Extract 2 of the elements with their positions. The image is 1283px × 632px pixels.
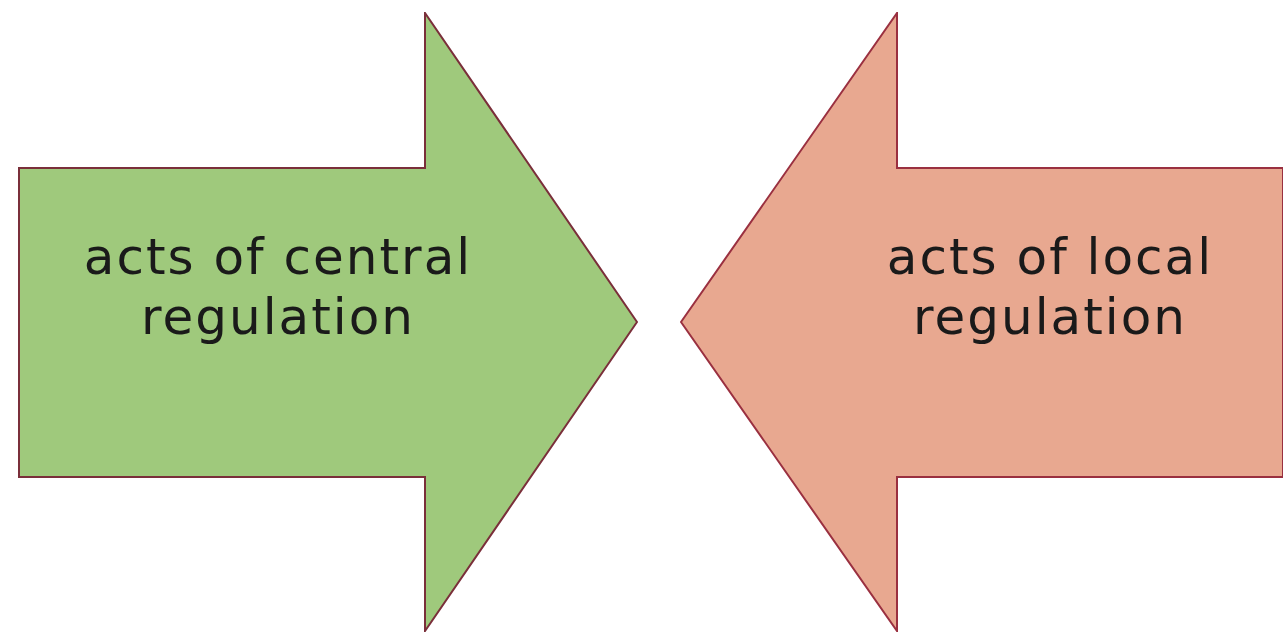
arrow-label: acts of local regulation <box>885 227 1215 347</box>
arrow-label: acts of central regulation <box>82 227 474 347</box>
